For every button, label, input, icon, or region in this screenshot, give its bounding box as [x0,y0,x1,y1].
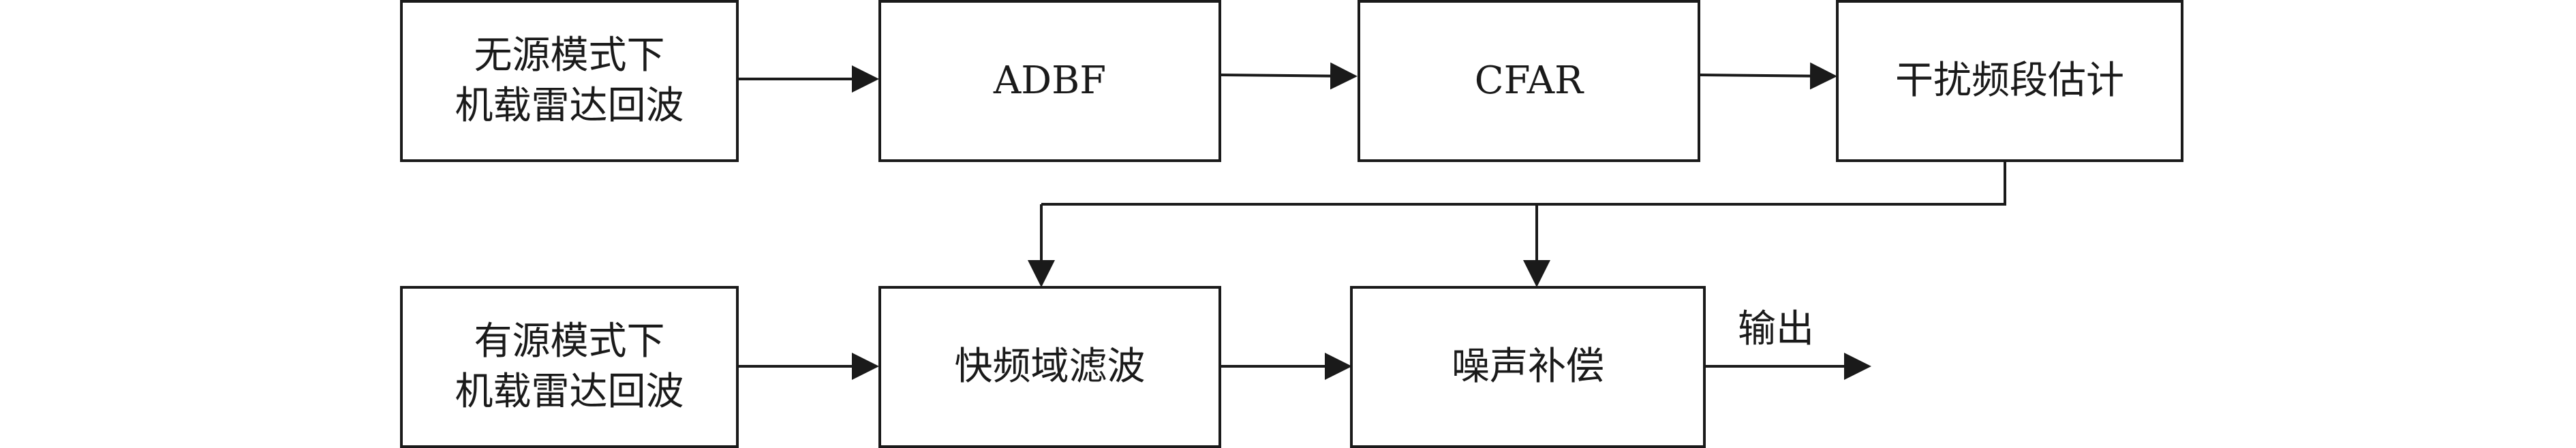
adbf-block: ADBF [878,0,1221,162]
fast-frequency-domain-filter-block: 快频域滤波 [878,286,1221,448]
arrow-cfar-to-estimation [1698,62,1837,90]
block-text-line: 机载雷达回波 [455,84,684,128]
passive-mode-radar-echo-block: 无源模式下 机载雷达回波 [400,0,739,162]
block-text-line: 噪声补偿 [1452,345,1604,389]
block-text-line: CFAR [1474,59,1584,103]
block-text-line: 无源模式下 [474,33,665,78]
interference-band-estimation-block: 干扰频段估计 [1836,0,2183,162]
block-text-line: 快频域滤波 [954,345,1146,389]
output-label: 输出 [1738,307,1814,351]
cfar-block: CFAR [1358,0,1700,162]
active-mode-radar-echo-block: 有源模式下 机载雷达回波 [400,286,739,448]
block-text-line: 干扰频段估计 [1895,59,2124,103]
noise-compensation-block: 噪声补偿 [1350,286,1706,448]
block-text-line: 机载雷达回波 [455,370,684,414]
arrow-adbf-to-cfar [1219,62,1358,90]
block-text-line: 有源模式下 [474,319,665,364]
feedback-line [1041,161,2006,206]
block-text-line: ADBF [993,59,1107,103]
